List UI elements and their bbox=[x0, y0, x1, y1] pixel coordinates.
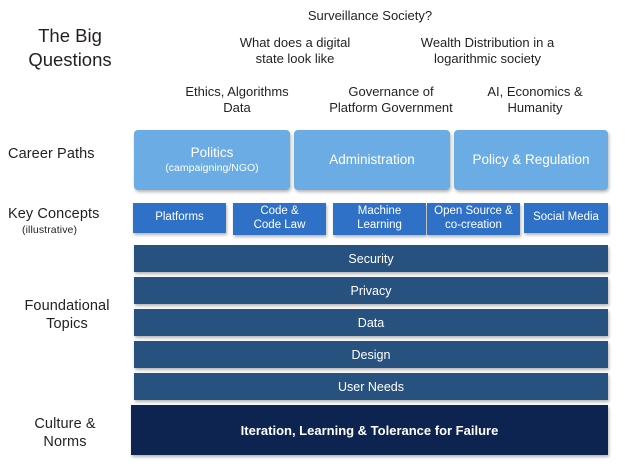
career-path-box-policy-regulation[interactable]: Policy & Regulation bbox=[454, 130, 608, 190]
foundational-bar-user-needs[interactable]: User Needs bbox=[134, 373, 608, 400]
career-path-label: Politics bbox=[190, 145, 234, 161]
foundational-bar-privacy[interactable]: Privacy bbox=[134, 277, 608, 304]
page-title: The Big Questions bbox=[4, 24, 136, 71]
career-path-label: Administration bbox=[329, 151, 415, 167]
career-path-box-politics[interactable]: Politics (campaigning/NGO) bbox=[134, 130, 290, 190]
foundational-bar-security[interactable]: Security bbox=[134, 245, 608, 272]
question-wealth-distribution: Wealth Distribution in a logarithmic soc… bbox=[420, 35, 555, 67]
foundational-bar-design[interactable]: Design bbox=[134, 341, 608, 368]
culture-norms-bar-label: Iteration, Learning & Tolerance for Fail… bbox=[240, 422, 499, 438]
key-concept-label: Code & Code Law bbox=[253, 205, 306, 231]
foundational-bar-label: Design bbox=[351, 347, 391, 362]
key-concept-box-machine-learning[interactable]: Machine Learning bbox=[333, 203, 426, 235]
key-concept-box-open-source-co-creation[interactable]: Open Source & co-creation bbox=[427, 203, 520, 235]
foundational-bar-data[interactable]: Data bbox=[134, 309, 608, 336]
question-ai-economics-humanity: AI, Economics & Humanity bbox=[487, 84, 583, 116]
question-governance-platform-government: Governance of Platform Government bbox=[329, 84, 453, 116]
row-label-culture-norms: Culture & Norms bbox=[34, 416, 96, 451]
foundational-bar-label: Privacy bbox=[350, 283, 392, 298]
career-path-box-administration[interactable]: Administration bbox=[294, 130, 450, 190]
foundational-bar-label: User Needs bbox=[338, 379, 404, 394]
row-label-key-concepts: Key Concepts (illustrative) bbox=[8, 205, 134, 237]
key-concept-label: Platforms bbox=[155, 211, 204, 224]
row-label-career-paths: Career Paths bbox=[8, 146, 95, 162]
career-path-sublabel: (campaigning/NGO) bbox=[165, 162, 259, 175]
culture-norms-bar[interactable]: Iteration, Learning & Tolerance for Fail… bbox=[131, 405, 608, 455]
row-label-foundational-topics: Foundational Topics bbox=[24, 298, 110, 333]
question-digital-state: What does a digital state look like bbox=[239, 35, 351, 67]
key-concept-label: Machine Learning bbox=[357, 205, 402, 231]
career-path-label: Policy & Regulation bbox=[472, 151, 590, 167]
key-concept-box-platforms[interactable]: Platforms bbox=[133, 203, 226, 233]
question-surveillance-society: Surveillance Society? bbox=[307, 8, 433, 23]
question-ethics-algorithms-data: Ethics, Algorithms Data bbox=[185, 84, 289, 116]
key-concept-box-code-and-code-law[interactable]: Code & Code Law bbox=[233, 203, 326, 235]
key-concept-label: Open Source & co-creation bbox=[434, 205, 513, 231]
row-sublabel-key-concepts: (illustrative) bbox=[22, 224, 78, 237]
page-title-line-2: Questions bbox=[28, 48, 112, 70]
foundational-bar-label: Security bbox=[348, 251, 394, 266]
foundational-bar-label: Data bbox=[357, 315, 385, 330]
key-concept-label: Social Media bbox=[533, 211, 599, 224]
page-title-line-1: The Big bbox=[38, 25, 102, 46]
key-concept-box-social-media[interactable]: Social Media bbox=[524, 203, 608, 233]
